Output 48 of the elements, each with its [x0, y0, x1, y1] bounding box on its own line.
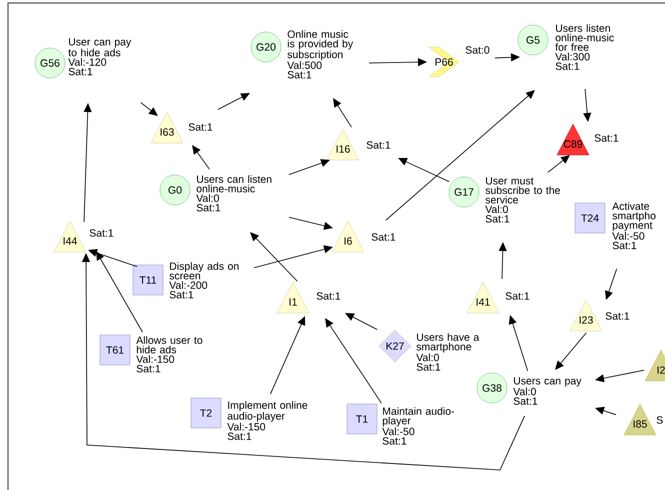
arrow [218, 93, 250, 110]
node-annotation: Sat:1 [506, 292, 530, 300]
node-annotation: Sat:1 [594, 134, 618, 142]
node-annotation: Activate smartpho payment Val:-50 Sat:1 [612, 202, 656, 250]
task-box: T1 [346, 404, 378, 434]
indicator-triangle: I44 [54, 220, 86, 252]
arrow [140, 102, 158, 116]
indicator-triangle: I85 [624, 404, 656, 436]
node-annotation: Maintain audio-player Val:-50 Sat:1 [382, 407, 454, 445]
node-annotation: Users can listen online-music Val:0 Sat:1 [196, 175, 272, 212]
node-annotation: Sat:1 [366, 141, 390, 149]
node-annotation: Sat:1 [606, 312, 630, 320]
indicator-triangle: I1 [276, 282, 310, 314]
indicator-triangle: C89 [556, 124, 590, 156]
node-annotation: Sat:0 [466, 46, 490, 54]
arrow [385, 90, 535, 221]
node-annotation: Online music is provided by subscription Val:500 Sat:1 [287, 30, 354, 78]
arrow [250, 232, 298, 282]
node-annotation: Implement online audio-player Val:-150 Sat:1 [227, 401, 308, 440]
indicator-triangle: I23 [570, 300, 602, 332]
node-annotation: Users can pay Val:0 Sat:1 [513, 377, 582, 405]
indicator-triangle: I6 [332, 220, 364, 252]
node-annotation: User must subscribe to the service Val:0 Sat:1 [485, 177, 560, 223]
task-box: T24 [574, 202, 606, 234]
task-box: T2 [190, 398, 222, 428]
node-annotation: Users have a smartphone Val:0 Sat:1 [416, 333, 480, 371]
node-annotation: Sat:1 [188, 123, 212, 131]
arrow [345, 313, 378, 330]
node-annotation: User can pay to hide ads Val:-120 Sat:1 [68, 38, 132, 76]
node-annotation: Sat:1 [90, 229, 114, 237]
node-annotation: S [656, 416, 663, 424]
indicator-triangle: I2 [644, 350, 665, 382]
indicator-triangle: I16 [326, 128, 360, 160]
node-annotation: Display ads on screen Val:-200 Sat:1 [169, 262, 239, 298]
arrow [96, 251, 143, 333]
arrow [547, 155, 570, 173]
node-annotation: Sat:1 [316, 292, 340, 300]
task-box: T61 [100, 334, 130, 366]
task-box: T11 [132, 264, 164, 296]
node-annotation: Sat:1 [372, 233, 396, 241]
node-annotation: Allows user to hide ads Val:-150 Sat:1 [136, 336, 202, 372]
arrow [333, 98, 352, 128]
arrow [555, 332, 587, 370]
node-annotation: Users listen online-music for free Val:300 Sat:1 [555, 24, 614, 70]
indicator-triangle: I41 [466, 282, 500, 314]
arrow [192, 145, 210, 170]
indicator-triangle: I63 [150, 112, 184, 144]
arrow [325, 318, 382, 404]
